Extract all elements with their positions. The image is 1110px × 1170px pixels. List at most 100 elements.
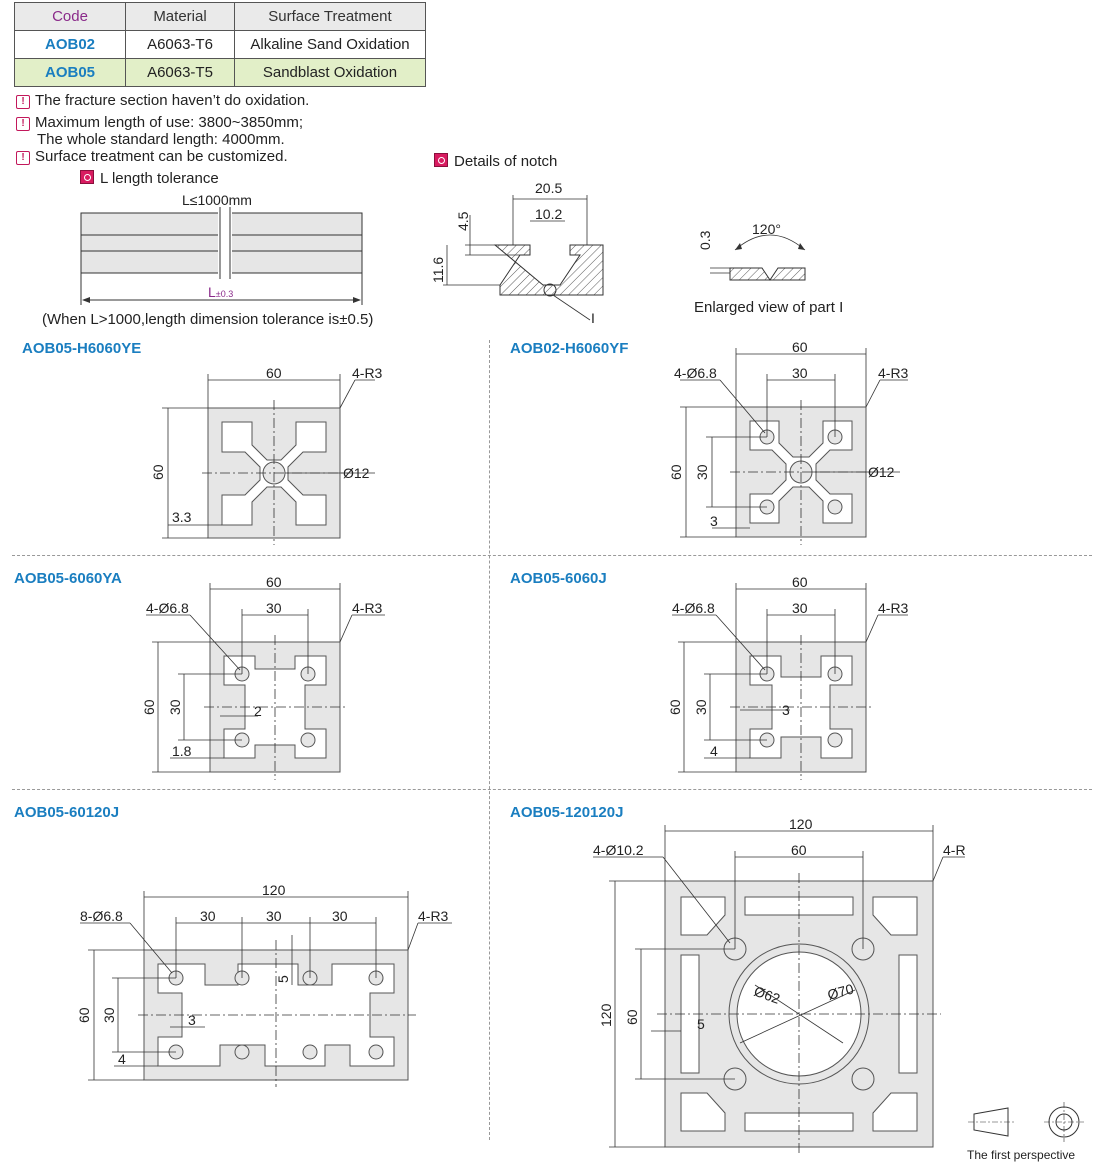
svg-text:60: 60 xyxy=(76,1007,92,1023)
svg-text:Ø12: Ø12 xyxy=(343,465,370,481)
svg-text:I: I xyxy=(591,310,595,325)
tolerance-title: L length tolerance xyxy=(80,170,219,187)
profile-drawing-6060j: 60 4-Ø6.8 30 4-R3 60 30 3 4 xyxy=(667,575,909,780)
svg-text:Ø12: Ø12 xyxy=(868,464,895,480)
svg-text:60: 60 xyxy=(141,699,157,715)
svg-text:30: 30 xyxy=(332,908,348,924)
svg-text:4-R3: 4-R3 xyxy=(878,365,909,381)
spec-table: Code Material Surface Treatment AOB02 A6… xyxy=(14,2,426,87)
svg-text:60: 60 xyxy=(150,464,166,480)
note-3: The whole standard length: 4000mm. xyxy=(37,131,285,148)
product-title: AOB05-6060YA xyxy=(14,570,122,587)
svg-text:0.3: 0.3 xyxy=(697,230,713,250)
tolerance-bottom-label: L±0.3 xyxy=(208,284,234,300)
enlarged-drawing: 120° 0.3 xyxy=(697,221,806,281)
first-perspective-symbol xyxy=(968,1102,1084,1142)
svg-text:30: 30 xyxy=(200,908,216,924)
tolerance-footnote: (When L>1000,length dimension tolerance … xyxy=(42,311,374,328)
svg-text:3: 3 xyxy=(710,513,718,529)
svg-text:30: 30 xyxy=(693,699,709,715)
profile-drawing-h6060ye: 60 4-R3 60 Ø12 3.3 xyxy=(150,365,383,545)
header-surface: Surface Treatment xyxy=(234,2,426,31)
svg-text:60: 60 xyxy=(624,1009,640,1025)
svg-text:60: 60 xyxy=(791,842,807,858)
svg-text:20.5: 20.5 xyxy=(535,180,562,196)
table-row: AOB02 A6063-T6 Alkaline Sand Oxidation xyxy=(14,30,426,59)
divider xyxy=(12,789,1092,790)
tolerance-drawing xyxy=(80,207,363,305)
divider xyxy=(489,340,490,1140)
svg-text:5: 5 xyxy=(275,975,291,983)
svg-text:60: 60 xyxy=(792,575,808,590)
bullet-icon xyxy=(434,153,448,167)
frustum-icon xyxy=(968,1107,1014,1137)
enlarged-caption: Enlarged view of part I xyxy=(694,299,844,316)
header-code: Code xyxy=(14,2,126,31)
svg-text:4-Ø6.8: 4-Ø6.8 xyxy=(672,600,715,616)
svg-text:4-Ø6.8: 4-Ø6.8 xyxy=(674,365,717,381)
svg-text:120: 120 xyxy=(789,816,813,832)
product-title: AOB05-H6060YE xyxy=(22,340,142,357)
svg-text:60: 60 xyxy=(266,365,282,381)
svg-text:4-R3: 4-R3 xyxy=(418,908,449,924)
row-code: AOB05 xyxy=(14,58,126,87)
row-surface: Sandblast Oxidation xyxy=(234,58,426,87)
table-row: AOB05 A6063-T5 Sandblast Oxidation xyxy=(14,58,426,87)
profile-drawing-120120j: 120 4-Ø10.2 60 4-R3 Ø62 Ø70 120 60 5 xyxy=(593,816,965,1155)
svg-text:30: 30 xyxy=(266,600,282,616)
svg-text:8-Ø6.8: 8-Ø6.8 xyxy=(80,908,123,924)
svg-text:4-Ø10.2: 4-Ø10.2 xyxy=(593,842,644,858)
notch-drawing: 20.5 10.2 4.5 11.6 I xyxy=(430,180,604,325)
svg-text:4-R3: 4-R3 xyxy=(878,600,909,616)
bullet-icon xyxy=(80,170,94,184)
warning-icon: ! xyxy=(16,151,30,165)
circle-view-icon xyxy=(1044,1102,1084,1142)
row-code: AOB02 xyxy=(14,30,126,59)
product-title: AOB02-H6060YF xyxy=(510,340,629,357)
svg-text:5: 5 xyxy=(697,1016,705,1032)
svg-text:Ø70: Ø70 xyxy=(826,981,856,1003)
svg-text:60: 60 xyxy=(266,575,282,590)
svg-text:4: 4 xyxy=(118,1051,126,1067)
tolerance-top-label: L≤1000mm xyxy=(182,192,252,208)
divider xyxy=(12,555,1092,556)
svg-text:120: 120 xyxy=(262,882,286,898)
product-title: AOB05-60120J xyxy=(14,804,120,821)
note-1: !The fracture section haven’t do oxidati… xyxy=(16,92,309,109)
note-4: !Surface treatment can be customized. xyxy=(16,148,288,165)
header-material: Material xyxy=(125,2,235,31)
svg-text:30: 30 xyxy=(792,365,808,381)
svg-text:120: 120 xyxy=(598,1003,614,1027)
svg-text:2: 2 xyxy=(254,703,262,719)
svg-text:1.8: 1.8 xyxy=(172,743,192,759)
row-material: A6063-T5 xyxy=(125,58,235,87)
profile-drawing-h6060yf: 60 4-Ø6.8 30 4-R3 60 30 Ø12 3 xyxy=(668,340,909,545)
perspective-label: The first perspective xyxy=(967,1148,1076,1162)
svg-text:60: 60 xyxy=(668,464,684,480)
warning-icon: ! xyxy=(16,117,30,131)
svg-text:30: 30 xyxy=(266,908,282,924)
note-2: !Maximum length of use: 3800~3850mm; xyxy=(16,114,303,131)
svg-text:3.3: 3.3 xyxy=(172,509,192,525)
svg-text:60: 60 xyxy=(792,340,808,355)
notch-title: Details of notch xyxy=(434,153,557,170)
svg-text:10.2: 10.2 xyxy=(535,206,562,222)
row-material: A6063-T6 xyxy=(125,30,235,59)
svg-text:30: 30 xyxy=(792,600,808,616)
product-title: AOB05-6060J xyxy=(510,570,607,587)
svg-text:4-R3: 4-R3 xyxy=(943,842,965,858)
svg-text:4-R3: 4-R3 xyxy=(352,600,383,616)
svg-text:30: 30 xyxy=(167,699,183,715)
svg-text:3: 3 xyxy=(188,1012,196,1028)
svg-text:4-Ø6.8: 4-Ø6.8 xyxy=(146,600,189,616)
svg-text:4: 4 xyxy=(710,743,718,759)
profile-drawing-60120j: 120 8-Ø6.8 30 30 30 4-R3 5 60 30 3 4 xyxy=(76,882,452,1087)
svg-text:11.6: 11.6 xyxy=(430,257,446,283)
profile-drawing-6060ya: 60 4-Ø6.8 30 4-R3 60 30 2 1.8 xyxy=(141,575,385,780)
warning-icon: ! xyxy=(16,95,30,109)
svg-text:120°: 120° xyxy=(752,221,781,237)
svg-text:4.5: 4.5 xyxy=(455,211,471,231)
svg-text:30: 30 xyxy=(694,464,710,480)
product-title: AOB05-120120J xyxy=(510,804,624,821)
svg-text:4-R3: 4-R3 xyxy=(352,365,383,381)
